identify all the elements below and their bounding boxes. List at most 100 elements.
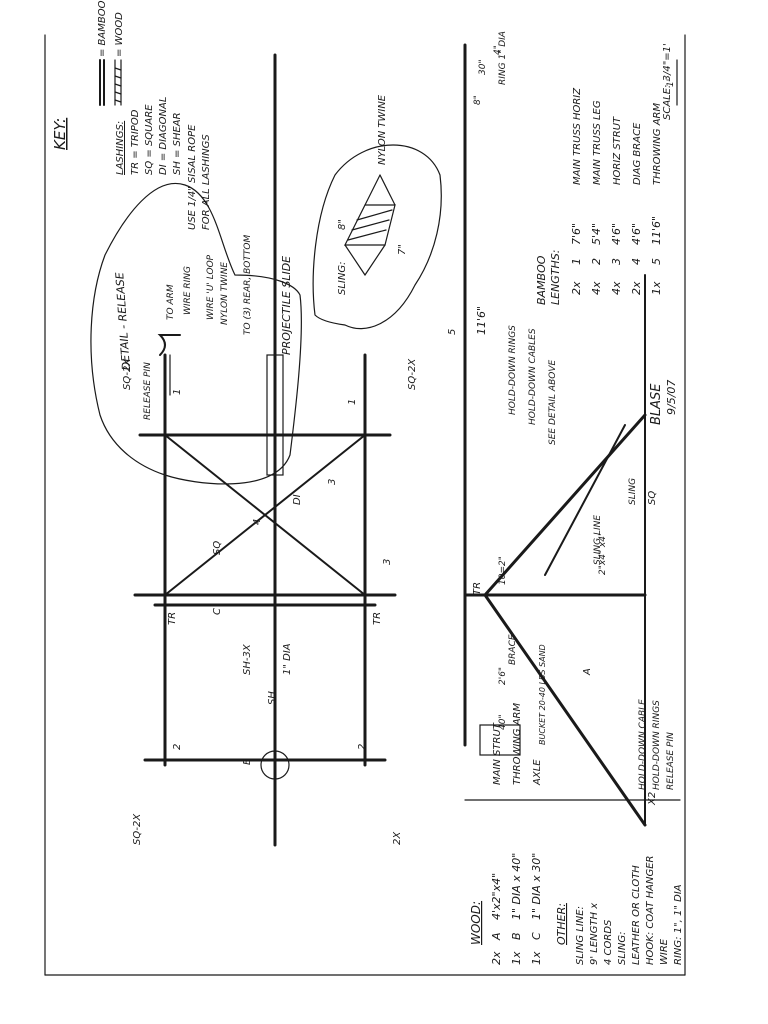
side-tr-tag: TR	[472, 582, 483, 595]
wood-letter: C	[530, 932, 543, 940]
bamboo-num: 3	[610, 258, 623, 265]
side-wood-a-note: 2"x4" x4'	[598, 534, 608, 575]
signature-name: BLASE	[649, 383, 664, 425]
plan-b-tag: B	[242, 758, 253, 765]
sling-cord-2	[364, 244, 386, 276]
rotated-sheet: KEY: = BAMBOO = WOOD LASHINGS: TR = TRIP…	[44, 0, 686, 976]
rope-note-2: FOR ALL LASHINGS	[201, 134, 212, 230]
side-dim-8: 8"	[473, 95, 483, 105]
plan-n1-a: 1	[172, 389, 183, 395]
sling-cord-3	[364, 174, 381, 206]
other-line-5: LEATHER OR CLOTH	[631, 865, 642, 965]
bamboo-row-3: 4x 3 4'6" HORIZ STRUT	[610, 116, 623, 295]
side-x2: X2	[647, 792, 658, 806]
other-line-1: SLING LINE:	[575, 906, 586, 965]
wood-size: 1" DIA x 30"	[530, 853, 543, 920]
side-sling: SLING	[628, 478, 638, 505]
bamboo-qty: 1x	[650, 281, 663, 295]
side-dim-10: 10=2"	[498, 556, 508, 585]
plan-n5: 5	[447, 329, 458, 335]
plan-axle-dia: 1" DIA	[282, 643, 293, 675]
bamboo-desc: THROWING ARM	[652, 103, 663, 185]
slide-wood-block	[266, 354, 284, 476]
side-arm-len: 11'6"	[475, 306, 488, 335]
side-brace: BRACE	[508, 634, 518, 665]
wood-row-c: 1x C 1" DIA x 30" AXLE	[530, 759, 543, 965]
sling-cord-1	[344, 244, 366, 276]
side-dim-40: 40"	[498, 714, 508, 730]
wood-legend-swatch	[114, 59, 122, 106]
other-line-3: 4 CORDS	[603, 919, 614, 965]
plan-sh-3x: SH-3X	[242, 643, 253, 675]
sling-label: SLING:	[337, 262, 348, 295]
side-brace-left	[483, 593, 647, 827]
side-ring-note: RING 1" DIA	[498, 31, 508, 85]
side-hold-down-rings: HOLD-DOWN RINGS	[508, 325, 518, 415]
bamboo-title-2: LENGTHS:	[549, 249, 562, 305]
other-line-7: WIRE	[659, 938, 670, 965]
bamboo-desc: MAIN TRUSS LEG	[592, 100, 603, 185]
wire-u-loop-label: WIRE 'U' LOOP	[206, 254, 216, 320]
plan-di-1: DI	[292, 494, 303, 505]
bamboo-len: 4'6"	[630, 223, 643, 245]
key-block: KEY: = BAMBOO = WOOD LASHINGS: TR = TRIP…	[51, 0, 212, 230]
wood-size: 4'x2"x4"	[490, 873, 503, 920]
wood-qty: 1x	[510, 951, 523, 965]
plan-n2-a: 2	[172, 744, 183, 750]
wood-row-a: 2x A 4'x2"x4" MAIN STRUT	[490, 722, 503, 965]
wood-qty: 2x	[490, 951, 503, 965]
lashing-tr: TR = TRIPOD	[130, 109, 141, 175]
bamboo-legend-label: = BAMBOO	[97, 0, 108, 57]
side-brace-right	[483, 413, 647, 597]
bamboo-len: 7'6"	[570, 223, 583, 245]
diag-brace-2	[164, 434, 366, 596]
side-diag-d1	[544, 424, 626, 576]
hook-item-1: HOLD-DOWN CABLE	[638, 699, 648, 790]
plan-n4: 4	[252, 519, 263, 525]
lashing-sh: SH = SHEAR	[172, 112, 183, 175]
other-line-2: 9' LENGTH x	[589, 903, 600, 965]
bamboo-desc: MAIN TRUSS HORIZ	[572, 87, 583, 185]
wood-desc: MAIN STRUT	[492, 722, 503, 785]
wood-row-b: 1x B 1" DIA x 40" THROWING ARM	[510, 703, 523, 965]
bamboo-title-1: BAMBOO	[535, 255, 548, 305]
to-arm-label: TO ARM	[166, 284, 176, 320]
bamboo-len: 11'6"	[650, 216, 663, 245]
bamboo-row-2: 4x 2 5'4" MAIN TRUSS LEG	[590, 100, 603, 295]
to-rear-bottom-label: TO (3) REAR, BOTTOM	[243, 235, 253, 335]
counterweight-circle	[260, 750, 290, 780]
release-pin-label: RELEASE PIN	[143, 362, 153, 420]
bamboo-num: 2	[590, 258, 603, 265]
signature-block: BLASE 9/5/07	[649, 380, 678, 425]
bamboo-desc: HORIZ STRUT	[612, 116, 623, 185]
wood-qty: 1x	[530, 951, 543, 965]
plan-n1-b: 1	[347, 399, 358, 405]
wood-size: 1" DIA x 40"	[510, 853, 523, 920]
bamboo-num: 4	[630, 258, 643, 265]
u-loop-sketch	[157, 334, 181, 356]
other-line-8: RING: 1", 1" DIA	[673, 884, 684, 965]
side-bucket: BUCKET 20-40 LBS SAND	[538, 644, 547, 745]
wood-desc: AXLE	[532, 759, 543, 786]
scale-block: SCALE: 3/4"=1' 1'	[662, 43, 678, 120]
bucket	[479, 724, 521, 756]
plan-n2-b: 2	[357, 744, 368, 750]
key-title: KEY:	[51, 118, 69, 150]
rope-note-1: USE 1/4" SISAL ROPE	[187, 124, 198, 230]
other-list: OTHER: SLING LINE: 9' LENGTH x 4 CORDS S…	[555, 699, 684, 965]
wood-list: WOOD: 2x A 4'x2"x4" MAIN STRUT 1x B 1" D…	[469, 703, 543, 965]
hook-item-2: HOLD-DOWN RINGS	[652, 700, 662, 790]
sling-pouch-hatch	[347, 209, 393, 241]
plan-tr-2: TR	[372, 612, 383, 625]
wire-ring-label: WIRE RING	[183, 266, 193, 315]
bamboo-len: 5'4"	[590, 223, 603, 245]
side-dim-30: 30"	[478, 59, 488, 75]
side-a-tag: A	[582, 668, 593, 676]
bamboo-qty: 2x	[570, 281, 583, 295]
nylon-twine-label: NYLON TWINE	[220, 262, 230, 325]
lashing-di: DI = DIAGONAL	[158, 97, 169, 175]
plan-view: PROJECTILE SLIDE 1" DIA SH-3X SQ-2X SQ-2…	[122, 53, 458, 847]
side-sq-tag: SQ	[647, 491, 658, 505]
plan-n3-a: 3	[327, 479, 338, 485]
